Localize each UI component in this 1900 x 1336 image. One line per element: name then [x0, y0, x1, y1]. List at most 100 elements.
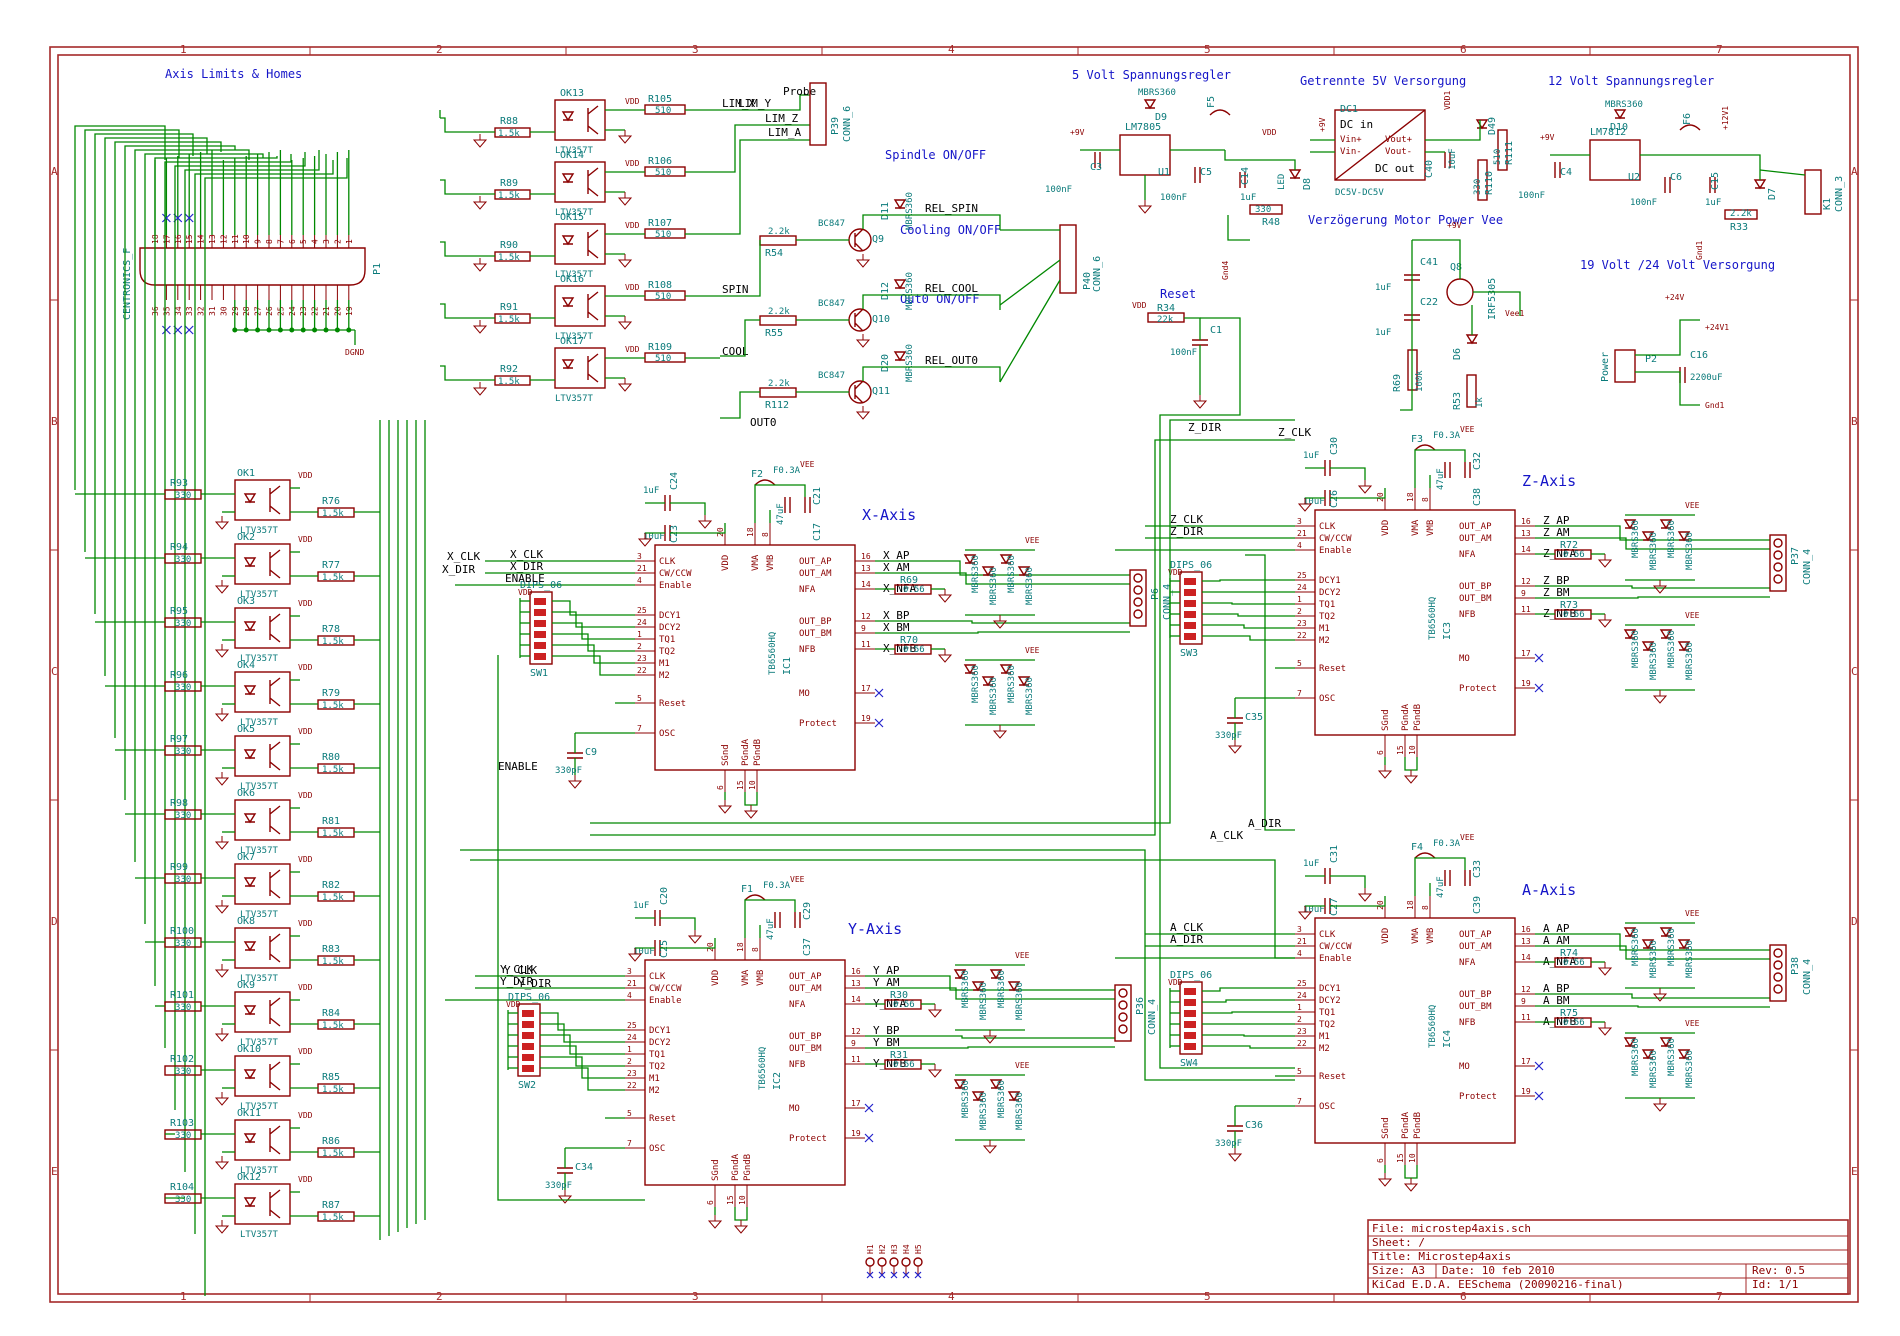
resistor-val: 1.5k — [498, 377, 520, 387]
diode-val: MBRS360 — [1685, 1050, 1695, 1088]
fuse — [744, 894, 766, 901]
junction — [277, 327, 283, 333]
connector-pin — [1773, 538, 1783, 548]
vdd-label: VDD — [625, 159, 640, 168]
fuse — [1414, 444, 1436, 451]
diode — [1475, 119, 1489, 130]
wire — [1404, 1165, 1418, 1179]
ground-symbol — [927, 1004, 943, 1018]
p1-bottom-pin: 33 — [185, 306, 194, 316]
ic-pin-number: 10 — [748, 780, 757, 790]
ground-symbol — [982, 1030, 998, 1044]
ic-pin-number: 17 — [1521, 649, 1531, 658]
wire — [1412, 239, 1461, 279]
diode — [1288, 169, 1302, 180]
ic-pin-number: 5 — [1297, 1067, 1302, 1076]
ground-symbol — [472, 258, 488, 272]
ground-symbol — [214, 836, 230, 850]
optocoupler — [234, 1055, 291, 1097]
ic-pin-name: NFB — [799, 645, 815, 655]
ground-symbol — [617, 130, 633, 144]
wire — [164, 154, 292, 1048]
p40-connector: P40 CONN_6 — [1059, 224, 1103, 294]
wire — [999, 279, 1061, 383]
capacitor — [1554, 162, 1561, 178]
capacitor — [804, 497, 811, 513]
diode — [963, 554, 977, 565]
ic-pin-number: 16 — [861, 552, 871, 561]
led-label: LED — [1277, 174, 1287, 190]
resistor-ref: R90 — [500, 240, 518, 251]
opto-part: LTV357T — [240, 910, 279, 920]
mounting-hole — [889, 1257, 899, 1267]
cap-ref: C24 — [669, 472, 680, 490]
ic-pin-number: 22 — [1297, 631, 1307, 640]
wire — [104, 137, 208, 676]
ground-symbol — [733, 1220, 749, 1234]
dip-switch — [1179, 981, 1203, 1055]
p1-bottom-pin: 32 — [197, 306, 206, 316]
diode — [963, 664, 977, 675]
ic-pin-number: 16 — [1521, 925, 1531, 934]
zone-col-top: 5 — [1204, 43, 1211, 56]
optocoupler — [234, 479, 291, 521]
cap-ref: C20 — [659, 887, 670, 905]
vdd-label: VDD — [1132, 301, 1147, 310]
mosfet-ref: Q8 — [1450, 262, 1462, 273]
optocoupler — [554, 285, 606, 327]
dc-dc-converter — [1334, 109, 1426, 181]
diode-ref: D11 — [880, 202, 891, 220]
zone-row-left: B — [51, 415, 58, 428]
ic-pin-name: MO — [789, 1104, 800, 1114]
ic-pin-number: 20 — [706, 942, 715, 952]
connector-pin — [1133, 597, 1143, 607]
resistor-ref: R98 — [170, 798, 188, 809]
diode — [1017, 676, 1031, 687]
wire — [1535, 933, 1770, 951]
opto-part: LTV357T — [240, 718, 279, 728]
cap-ref: C32 — [1472, 452, 1483, 470]
ground-symbol — [1652, 690, 1668, 704]
ic-pin-name: OUT_BM — [799, 629, 832, 639]
opto-ref: OK8 — [237, 916, 255, 927]
optocoupler — [234, 927, 291, 969]
ground-symbol — [992, 615, 1008, 629]
ic-pin-number: 9 — [851, 1039, 856, 1048]
zone-col-top: 2 — [436, 43, 443, 56]
dc-pin: Vout+ — [1385, 135, 1413, 145]
diode — [953, 969, 967, 980]
resistor-val: 1.5k — [322, 1213, 344, 1223]
ground-symbol — [567, 775, 583, 789]
ic-pin-name: OUT_BP — [789, 1032, 822, 1042]
bp-net-label: A_BP — [1543, 982, 1570, 995]
wire — [194, 160, 334, 1234]
dip-switch-lever — [1184, 622, 1196, 629]
capacitor — [664, 495, 671, 511]
diode — [953, 1079, 967, 1090]
wire — [590, 439, 1295, 836]
diode-val: MBRS360 — [1025, 567, 1035, 605]
sense-resistor-val: 0.56 — [1563, 958, 1585, 968]
opto-ref: OK6 — [237, 788, 255, 799]
vdd-label: VDD — [298, 855, 313, 864]
ground-symbol — [214, 516, 230, 530]
cap-val: 1uF — [1375, 283, 1391, 293]
mounting-hole — [877, 1257, 887, 1267]
z-dir-net: Z_DIR — [1188, 421, 1221, 434]
cap-ref: C41 — [1420, 257, 1438, 268]
diode — [893, 351, 907, 362]
dip-part: DIPS_06 — [508, 992, 550, 1003]
zone-col-top: 1 — [180, 43, 187, 56]
p1-top-pin: 12 — [219, 234, 228, 244]
resistor-val: 330 — [175, 555, 191, 565]
cap-val: 1uF — [643, 486, 659, 496]
resistor-val: 2.2k — [1730, 209, 1752, 219]
mosfet — [1446, 278, 1474, 306]
zone-col-top: 6 — [1460, 43, 1467, 56]
ic-pin-number: 19 — [1521, 679, 1531, 688]
wire — [1202, 635, 1295, 641]
ic-pin-name: M1 — [1319, 1032, 1330, 1042]
